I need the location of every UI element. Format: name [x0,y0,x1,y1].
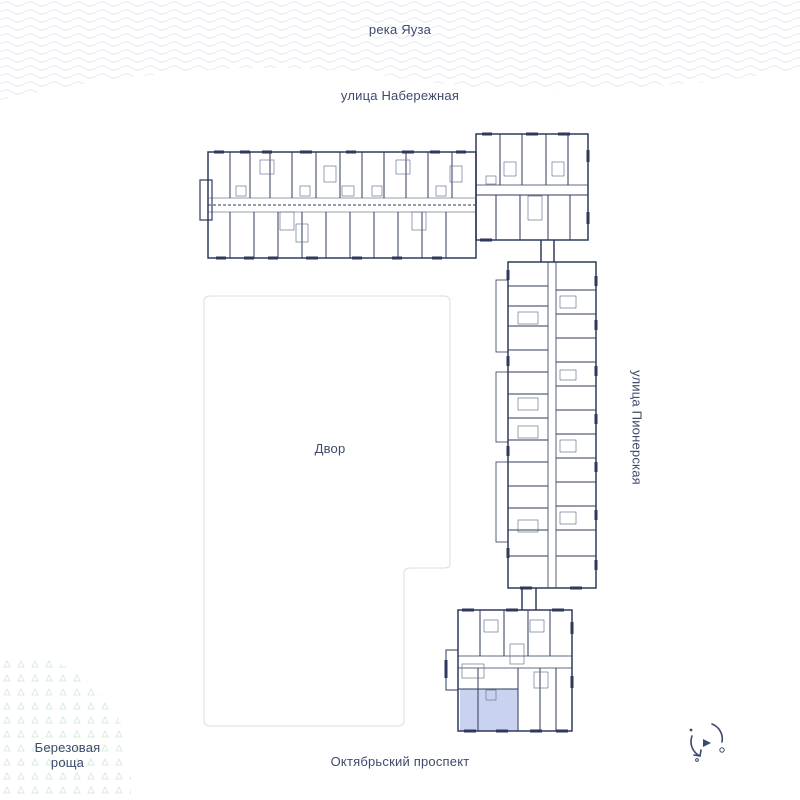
street-label-south: Октябрьский проспект [330,754,470,769]
grove-area [0,654,132,800]
compass-rose-icon [689,723,725,762]
street-label-east: улица Пионерская [629,370,645,485]
street-label-north: улица Набережная [340,88,460,103]
grove-label: Березовая роща [30,740,105,770]
building-connector-south [521,588,537,610]
courtyard-outline [203,295,451,727]
building-connector [540,240,555,262]
courtyard-label: Двор [314,441,346,456]
building-east-wing [495,261,598,590]
building-corner-section [475,132,590,242]
grove-label-line-1: Березовая [34,740,101,755]
grove-label-line-2: роща [50,755,85,770]
building-north-wing [199,150,477,260]
river-label: река Яуза [368,22,432,37]
building-south-section [444,608,574,733]
river-water [0,0,800,100]
highlighted-apartment[interactable] [460,689,518,731]
